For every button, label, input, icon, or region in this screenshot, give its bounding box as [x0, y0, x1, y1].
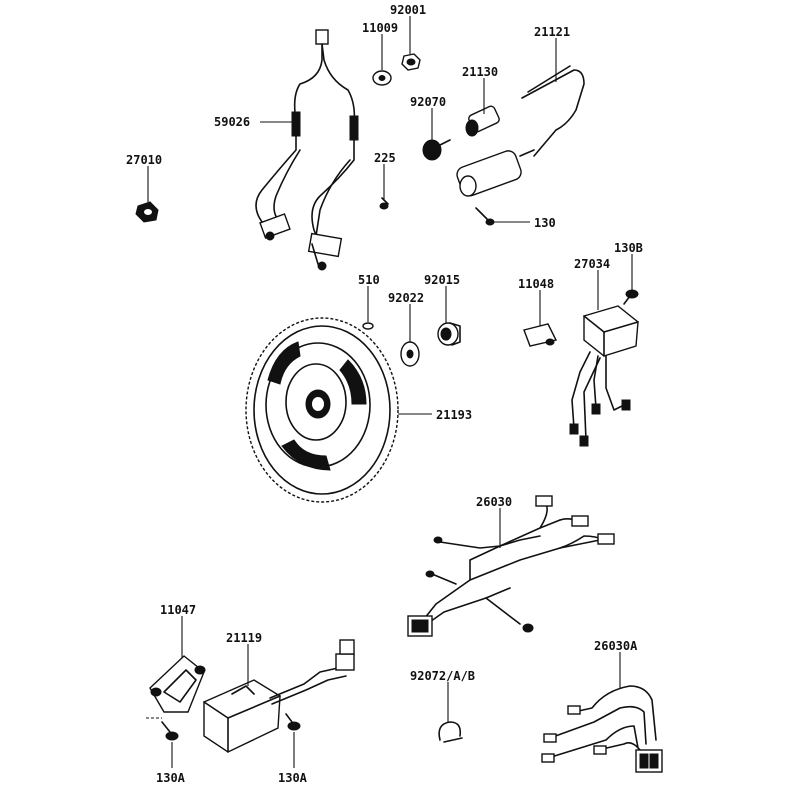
clamp-92072[interactable] — [438, 721, 463, 743]
screw-225[interactable] — [379, 197, 389, 210]
label-92072-A-B: 92072/A/B — [410, 669, 475, 683]
bracket-11047[interactable] — [149, 655, 206, 713]
label-21119: 21119 — [226, 631, 262, 645]
label-130A-left: 130A — [156, 771, 186, 785]
label-130: 130 — [534, 216, 556, 230]
label-59026: 59026 — [214, 115, 250, 129]
washer-92022[interactable] — [400, 341, 420, 367]
label-92070: 92070 — [410, 95, 446, 109]
sensor-27010[interactable] — [135, 201, 159, 223]
sub-harness-26030A[interactable] — [541, 685, 663, 773]
label-27034: 27034 — [574, 257, 610, 271]
main-harness-26030[interactable] — [407, 495, 615, 637]
regulator-27034[interactable] — [569, 305, 639, 447]
bolt-130A-left[interactable] — [161, 721, 179, 741]
washer-11009[interactable] — [372, 70, 392, 86]
label-225: 225 — [374, 151, 396, 165]
key-510[interactable] — [362, 322, 374, 330]
label-92022: 92022 — [388, 291, 424, 305]
label-26030: 26030 — [476, 495, 512, 509]
leader-lines — [146, 16, 633, 768]
label-21130: 21130 — [462, 65, 498, 79]
label-130A-right: 130A — [278, 771, 308, 785]
label-11048: 11048 — [518, 277, 554, 291]
label-27010: 27010 — [126, 153, 162, 167]
label-92015: 92015 — [424, 273, 460, 287]
bolt-130[interactable] — [475, 207, 495, 226]
bolt-130A-right[interactable] — [285, 713, 301, 731]
bracket-11048[interactable] — [523, 323, 558, 347]
part-labels: 92001 11009 21121 21130 92070 59026 2701… — [126, 3, 643, 785]
spark-plug-cap-21130[interactable] — [465, 105, 500, 137]
label-21193: 21193 — [436, 408, 472, 422]
label-26030A: 26030A — [594, 639, 638, 653]
bolt-130B[interactable] — [623, 289, 639, 305]
cdi-unit-21119[interactable] — [203, 639, 355, 753]
wire-harness-59026[interactable] — [255, 29, 359, 271]
label-11047: 11047 — [160, 603, 196, 617]
label-92001: 92001 — [390, 3, 426, 17]
nut-92015[interactable] — [437, 322, 461, 346]
flywheel-21193[interactable] — [245, 317, 399, 503]
nut-92001[interactable] — [401, 53, 421, 71]
ignition-coil-21121[interactable] — [455, 65, 585, 198]
label-21121: 21121 — [534, 25, 570, 39]
label-11009: 11009 — [362, 21, 398, 35]
label-130B: 130B — [614, 241, 643, 255]
spark-plug-92070[interactable] — [422, 139, 451, 161]
label-510: 510 — [358, 273, 380, 287]
